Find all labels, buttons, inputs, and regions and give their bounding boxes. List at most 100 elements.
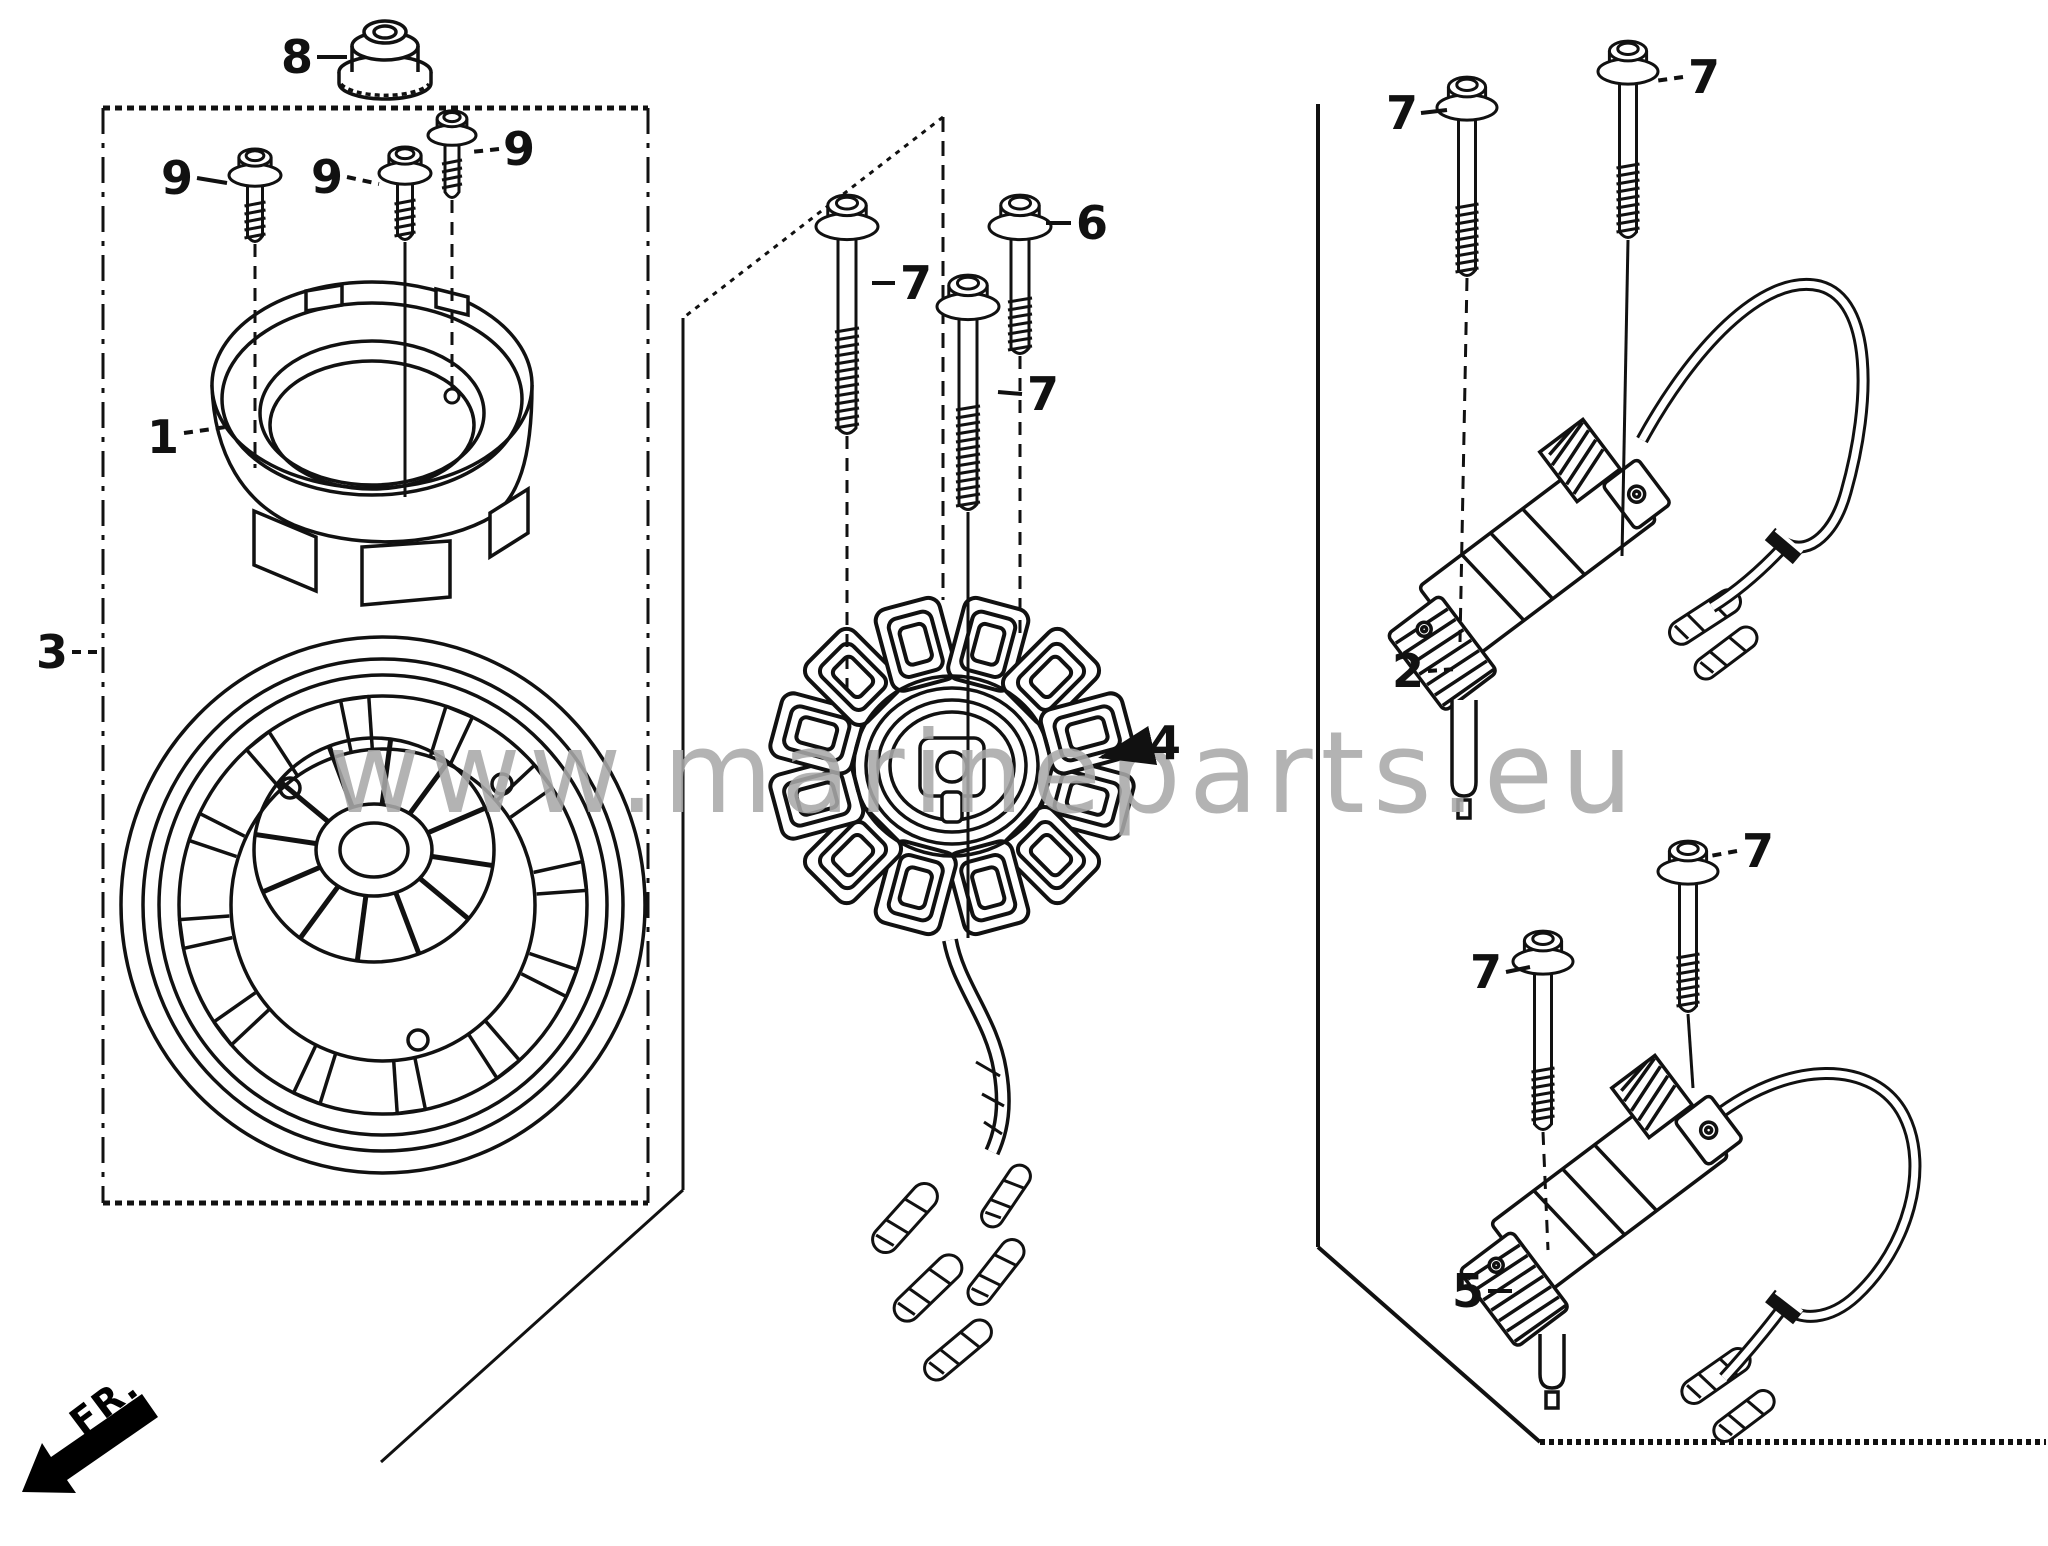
flywheel-spoke: [354, 895, 369, 962]
leader-line: [1458, 277, 1469, 643]
part-callout-2: 2: [1392, 644, 1457, 698]
stator-lead-connector: [892, 1253, 964, 1323]
stator-group: [768, 588, 1776, 1443]
part-number-label: 1: [147, 410, 179, 464]
ignition-coil-5-contact-pin: [1538, 1334, 1566, 1410]
front-direction-indicator: FR.: [22, 1365, 158, 1493]
part-number-label: 9: [311, 150, 343, 204]
flywheel-cover: [210, 280, 534, 607]
part-number-label: 7: [1688, 50, 1720, 104]
part-number-label: 7: [1027, 367, 1059, 421]
ignition-coil-2-wire: [1636, 277, 1870, 613]
part-number-label: 9: [161, 151, 193, 205]
part-number-label: 9: [503, 122, 535, 176]
callout-leader: [1505, 965, 1531, 974]
flywheel-fin: [212, 991, 270, 1047]
stator-lead-connector: [980, 1163, 1032, 1229]
flywheel-bolt-hole: [490, 772, 514, 796]
watermark: www.marineparts.eu: [328, 707, 1641, 839]
part-callout-3: 3: [36, 625, 100, 679]
flange-bolt-6-stator: [987, 193, 1053, 355]
flywheel-bolt-hole: [406, 1028, 430, 1052]
harness-connectors: [871, 588, 1776, 1443]
part-callout-7: 7: [1386, 86, 1448, 140]
stator-coil-block: [873, 839, 958, 937]
flange-bolt-7-stator-left: [814, 193, 880, 435]
part-callout-9: 9: [311, 150, 380, 204]
flywheel-spoke: [298, 884, 341, 940]
flywheel-fin: [520, 951, 579, 999]
callout-leader: [470, 147, 500, 154]
part-number-label: 6: [1076, 196, 1108, 250]
part-callout-8: 8: [281, 30, 347, 84]
part-callout-7: 7: [1654, 50, 1720, 104]
flywheel-spoke: [431, 853, 494, 869]
flywheel-fin: [428, 704, 475, 765]
part-number-label: 3: [36, 625, 68, 679]
flywheel-spoke: [277, 779, 330, 824]
part-number-label: 2: [1392, 644, 1424, 698]
part-callout-6: 6: [1046, 196, 1108, 250]
flywheel-bolt-hole: [278, 776, 302, 800]
part-callout-9: 9: [161, 151, 228, 205]
stator-coil-block: [873, 595, 958, 693]
stator-coil-block: [802, 626, 904, 727]
callout-leader: [1098, 725, 1158, 765]
cover-bolt-hole: [443, 387, 461, 405]
flywheel: [119, 635, 647, 1175]
part-callout-4: 4: [1098, 716, 1181, 770]
coil2-lead-connector: [1693, 625, 1759, 681]
section-panel-lines: [101, 104, 2046, 1464]
part-callout-7: 7: [872, 256, 932, 310]
flywheel-fin: [187, 811, 246, 859]
flywheel-spoke: [326, 745, 355, 809]
fr-direction-arrow-icon: [22, 1394, 158, 1493]
part-callout-7: 7: [1709, 824, 1774, 878]
flywheel-spoke: [261, 864, 322, 895]
flywheel-fin: [391, 1058, 428, 1116]
stator-coil-block: [1000, 626, 1102, 727]
leader-line: [1541, 1131, 1550, 1251]
flywheel-fin: [467, 1020, 521, 1080]
flywheel-spoke: [254, 831, 317, 847]
flywheel-group: [119, 19, 647, 1175]
part-callout-9: 9: [470, 122, 535, 176]
callout-leader: [997, 390, 1023, 396]
ignition-coil-2-contact-pin: [1450, 700, 1478, 820]
flange-bolt-7-stator-center: [935, 273, 1001, 511]
flange-bolt-7-coil5-right: [1656, 839, 1720, 1013]
flywheel-spoke: [393, 891, 422, 955]
ignition-coil-group: [1352, 277, 1922, 1410]
panel-line: [1316, 1245, 1542, 1444]
panel-line: [379, 1188, 685, 1464]
callout-leader: [196, 176, 228, 185]
flange-nut: [337, 19, 433, 101]
part-callout-5: 5: [1452, 1264, 1512, 1318]
flywheel-fin: [177, 914, 233, 951]
flywheel-fin: [291, 1045, 338, 1106]
ignition-coil-5-wire: [1701, 1067, 1922, 1383]
leader-line: [1620, 239, 1630, 557]
part-number-label: 7: [1742, 824, 1774, 878]
part-number-label: 7: [900, 256, 932, 310]
part-number-label: 5: [1452, 1264, 1484, 1318]
stator-coil-blocks: [768, 595, 1136, 937]
part-number-label: 7: [1470, 945, 1502, 999]
part-number-label: 8: [281, 30, 313, 84]
flywheel-spoke: [426, 805, 487, 836]
part-number-label: 4: [1149, 716, 1181, 770]
stator-lead-connector: [871, 1181, 939, 1255]
part-callout-7: 7: [1470, 945, 1531, 999]
stator-coil-block: [768, 756, 866, 841]
flywheel-spoke: [418, 876, 471, 921]
stator-lead-connector: [923, 1318, 993, 1382]
bolt-leader-lines: [253, 200, 1695, 1251]
flywheel-fin: [533, 859, 589, 896]
part-callout-1: 1: [147, 410, 227, 464]
stator-coil-block: [802, 805, 904, 906]
part-callout-7: 7: [997, 367, 1059, 421]
flange-bolt-7-coil2-right: [1596, 39, 1660, 239]
callout-leader: [1654, 75, 1684, 83]
coil5-lead-connector: [1712, 1389, 1776, 1443]
stator-wire-harness: [871, 588, 1776, 1443]
